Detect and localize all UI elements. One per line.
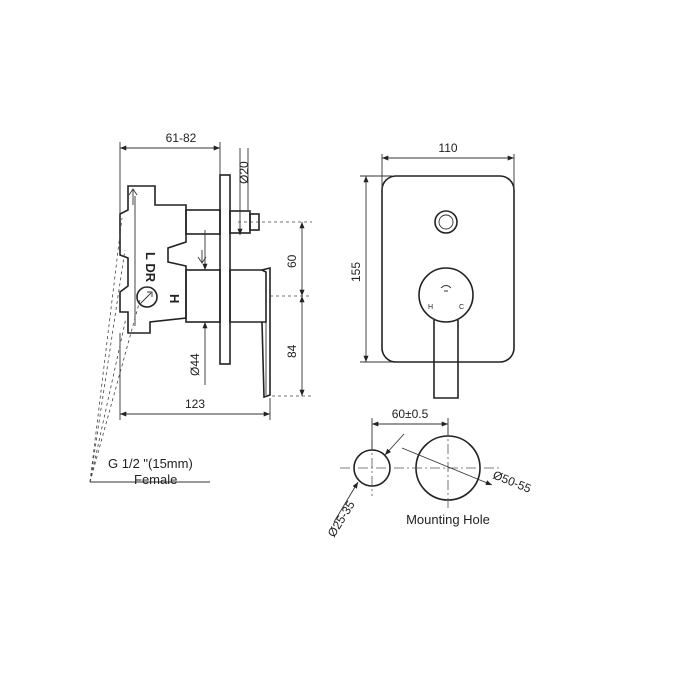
thread-spec-label: G 1/2 "(15mm) — [108, 456, 193, 471]
diverter-button — [434, 210, 458, 234]
dim-overall-depth: 123 — [185, 397, 205, 411]
side-view: L DR H 61-82 Ø20 60 84 — [89, 131, 312, 487]
dim-line-large-hole — [401, 447, 493, 486]
cover-plate-front — [381, 175, 515, 363]
handle-mark-h: H — [428, 304, 433, 311]
diverter-button-inner — [438, 214, 454, 230]
body-arrow-icon — [128, 188, 138, 205]
upper-spindle — [185, 209, 221, 235]
thread-leaders — [89, 217, 210, 483]
handle-mark-c: C — [459, 304, 464, 311]
dim-hole-spacing: 60±0.5 — [392, 407, 429, 421]
cartridge — [185, 269, 221, 323]
handle-hub — [418, 267, 474, 323]
dim-plate-height: 155 — [349, 262, 363, 282]
body-mark-vertical: L DR — [143, 252, 158, 283]
handle-body — [229, 269, 267, 323]
handle-lever-front — [433, 320, 459, 399]
dim-depth-range: 61-82 — [166, 131, 197, 145]
outlet-port-circle — [136, 286, 158, 308]
cover-plate-side — [219, 174, 231, 365]
handle-logo-icon — [440, 285, 452, 292]
dim-line-small-hole — [333, 481, 359, 523]
dim-offset-upper: 60 — [285, 254, 299, 268]
body-mark-h: H — [167, 294, 182, 303]
mounting-hole-view: 60±0.5 Ø25-35 Ø50-55 Mounting Hole — [325, 407, 534, 540]
dim-small-hole-diameter: Ø25-35 — [325, 498, 358, 540]
thread-gender-label: Female — [134, 472, 177, 487]
front-view: H C 110 155 — [349, 141, 515, 399]
handle-lever — [261, 266, 271, 399]
outlet-port-arrow — [139, 291, 153, 305]
dim-offset-lower: 84 — [285, 344, 299, 358]
dim-outlet-diameter: Ø20 — [237, 161, 251, 184]
dim-body-diameter: Ø44 — [188, 353, 202, 376]
dim-plate-width: 110 — [438, 141, 457, 155]
dim-large-hole-diameter: Ø50-55 — [491, 468, 534, 496]
dim-line-small-hole-2 — [384, 433, 405, 456]
mounting-hole-label: Mounting Hole — [406, 512, 490, 527]
